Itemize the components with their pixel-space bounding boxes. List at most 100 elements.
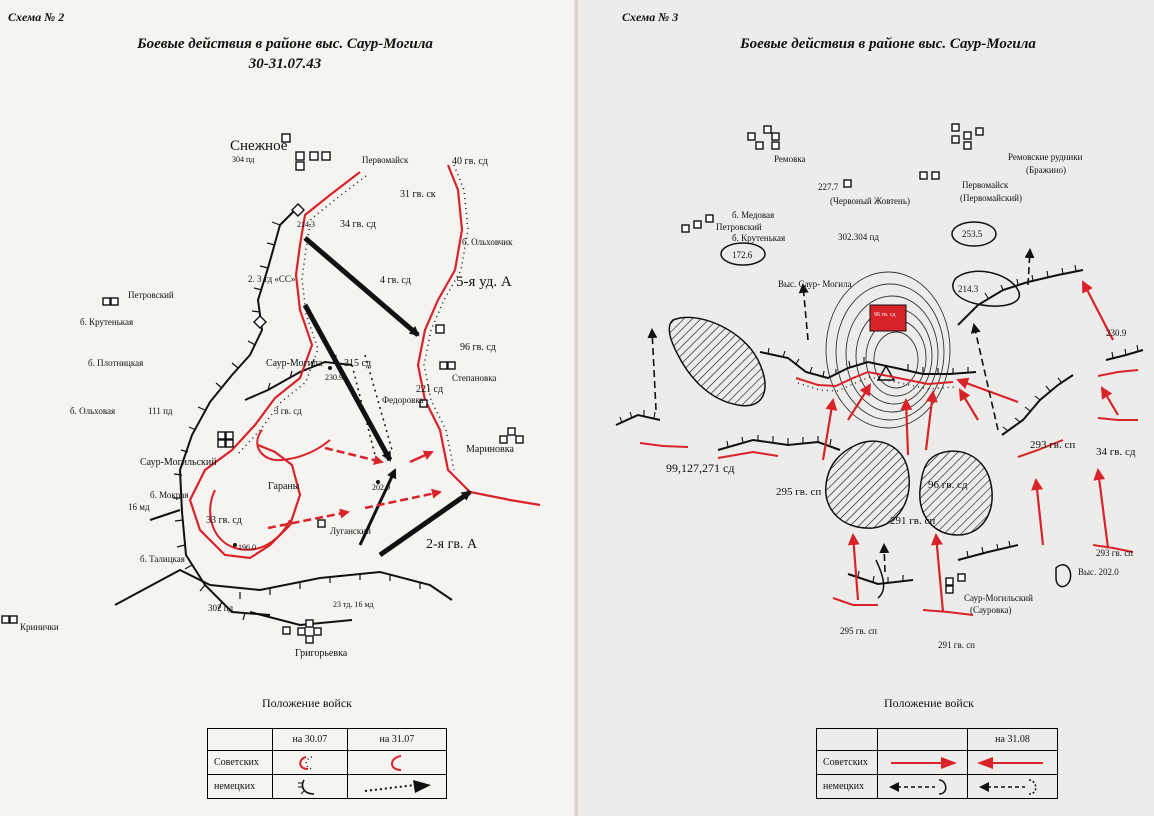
place-b-medovaya: б. Медовая [732, 210, 774, 220]
summit-triangle [876, 364, 896, 381]
place-saurovka: (Сауровка) [970, 605, 1012, 615]
place-pervomaisk: Первомайск [362, 155, 409, 165]
unit-291gsp-a: 291 гв. сп [890, 515, 935, 527]
scheme-2-label: Схема № 2 [8, 10, 65, 24]
legend-col-3108: на 31.08 [967, 728, 1058, 751]
legend-soviet-3007 [272, 750, 348, 775]
legend-row-soviet: Советских [816, 750, 878, 775]
place-vys-saur-mogila: Выс. Саур- Могила [778, 279, 852, 289]
legend-german-a [877, 774, 968, 799]
unit-34gsd: 34 гв. сд [340, 219, 376, 230]
hill-fortification [869, 304, 907, 332]
right-legend-table: на 31.08 Советских немецких [816, 728, 1058, 799]
soviet-positions [639, 369, 1139, 616]
german-front-hatching [619, 264, 1139, 583]
legend-row-german: немецких [816, 774, 878, 799]
place-b-olkhovchik: б. Ольховчик [462, 237, 513, 247]
attack-arrow-symbol [364, 779, 431, 793]
height-253-5: 253.5 [962, 229, 983, 239]
legend-german-b [967, 774, 1058, 799]
place-b-plotnitskaya: б. Плотницкая [88, 358, 143, 368]
height-214-3: 214.3 [958, 284, 979, 294]
place-grigorievka: Григорьевка [295, 648, 348, 659]
height-227-7: 227.7 [818, 182, 839, 192]
unit-labels: 302.304 пд 99,127,271 сд 295 гв. сп 96 г… [666, 232, 1136, 650]
german-front-line [114, 204, 453, 627]
unit-31gsk: 31 гв. ск [400, 189, 436, 200]
place-labels: Ремовка Ремовские рудники (Бражино) (Чер… [716, 152, 1119, 615]
soviet-attack-arrows [267, 236, 472, 558]
place-labels: Снежное Первомайск Петровский б. Крутень… [20, 138, 514, 659]
height-202-0: 202.0 [372, 483, 390, 492]
height-labels: 227.7 172.6 253.5 214.3 230.9 96 гв. сд [732, 182, 1127, 338]
legend-soviet-b [967, 750, 1058, 775]
unit-40gsd: 40 гв. сд [452, 156, 488, 167]
legend-col-3107: на 31.07 [346, 728, 448, 751]
scheme-2-title: Боевые действия в районе выс. Саур-Могил… [137, 36, 433, 52]
unit-293gsp-a: 293 гв. сп [1030, 439, 1075, 451]
legend-corner [207, 728, 273, 751]
place-b-krutenkaya: б. Крутенькая [732, 233, 785, 243]
unit-33gsd: 33 гв. сд [206, 515, 242, 526]
unit-96gsd: 96 гв. сд [460, 342, 496, 353]
unit-295gsp-a: 295 гв. сп [776, 486, 821, 498]
soviet-arrow-symbol-a [890, 756, 957, 769]
left-legend-table: на 30.07 на 31.07 Советских немецких [207, 728, 448, 799]
german-line-symbol-3007 [297, 779, 314, 795]
unit-302pd: 302 пд [208, 603, 234, 613]
unit-304pd: 304 пд [232, 155, 254, 164]
village-symbols [1, 133, 524, 644]
left-legend-title: Положение войск [262, 696, 352, 710]
unit-315sd: 315 сд [344, 358, 371, 369]
soviet-dotted [797, 376, 955, 392]
height-labels: 214.3 230.9 202.0 196.0 [238, 220, 390, 552]
place-b-mokraya: б. Мокрая [150, 490, 188, 500]
height-outlines [720, 221, 1072, 599]
legend-row-german: немецких [207, 774, 273, 799]
unit-96gsd: 96 гв. сд [928, 479, 968, 491]
place-saur-mogilsky: Саур-Могильский [140, 457, 217, 468]
scheme-2-map: Снежное Первомайск Петровский б. Крутень… [1, 133, 541, 659]
height-230-9: 230.9 [325, 373, 343, 382]
unit-295gsp-b: 295 гв. сп [840, 626, 877, 636]
place-saur-mogilsky: Саур-Могильский [964, 593, 1033, 603]
place-removskie-rudniki: Ремовские рудники [1008, 152, 1083, 162]
german-withdrawal-arrows [647, 248, 1035, 573]
legend-soviet-a [877, 750, 968, 775]
soviet-line-symbol-3007 [299, 755, 314, 770]
unit-293gsp-b: 293 гв. сп [1096, 548, 1133, 558]
scheme-3-map: Ремовка Ремовские рудники (Бражино) (Чер… [615, 123, 1144, 650]
place-garany: Гараны [268, 481, 300, 492]
unit-3td-ss: 2. 3 тд «СС» [248, 274, 295, 284]
unit-labels: 304 пд 40 гв. сд 31 гв. ск 34 гв. сд 2. … [128, 155, 512, 613]
height-markers [233, 366, 380, 547]
unit-2ga: 2-я гв. А [426, 537, 478, 552]
place-lugansky: Луганский [330, 526, 371, 536]
height-214-3: 214.3 [297, 220, 315, 229]
place-petrovsky: Петровский [128, 290, 174, 300]
german-front-hatching [173, 221, 421, 621]
legend-corner [816, 728, 878, 751]
left-page-scheme-2: Схема № 2 Боевые действия в районе выс. … [1, 10, 541, 799]
place-removka: Ремовка [774, 154, 806, 164]
german-arrow-symbol-a [888, 778, 946, 795]
soviet-line-symbol-3107 [390, 754, 402, 771]
unit-302-304pd: 302.304 пд [838, 232, 879, 242]
height-172-6: 172.6 [732, 250, 753, 260]
place-b-olkhovaya: б. Ольховая [70, 406, 115, 416]
place-pervomaisky: (Первомайский) [960, 193, 1022, 203]
unit-34gsd: 34 гв. сд [1096, 446, 1136, 458]
place-chervony-zhovten: (Червоный Жовтень) [830, 196, 910, 206]
place-stepanovka: Степановка [452, 373, 496, 383]
place-pervomaisk: Первомайск [962, 180, 1009, 190]
place-saur-mogila: Саур-Могила [266, 358, 323, 369]
german-arrow-symbol-b [978, 778, 1036, 795]
place-snezhnoe: Снежное [230, 138, 288, 154]
place-b-talitskaya: б. Талицкая [140, 554, 185, 564]
hill-box-label: 96 гв. сд [874, 312, 896, 318]
place-petrovsky: Петровский [716, 222, 762, 232]
legend-col-empty [877, 728, 968, 751]
legend-soviet-3107 [346, 750, 448, 775]
unit-111pd: 111 пд [148, 406, 173, 416]
place-vys-202: Выс. 202.0 [1078, 567, 1119, 577]
